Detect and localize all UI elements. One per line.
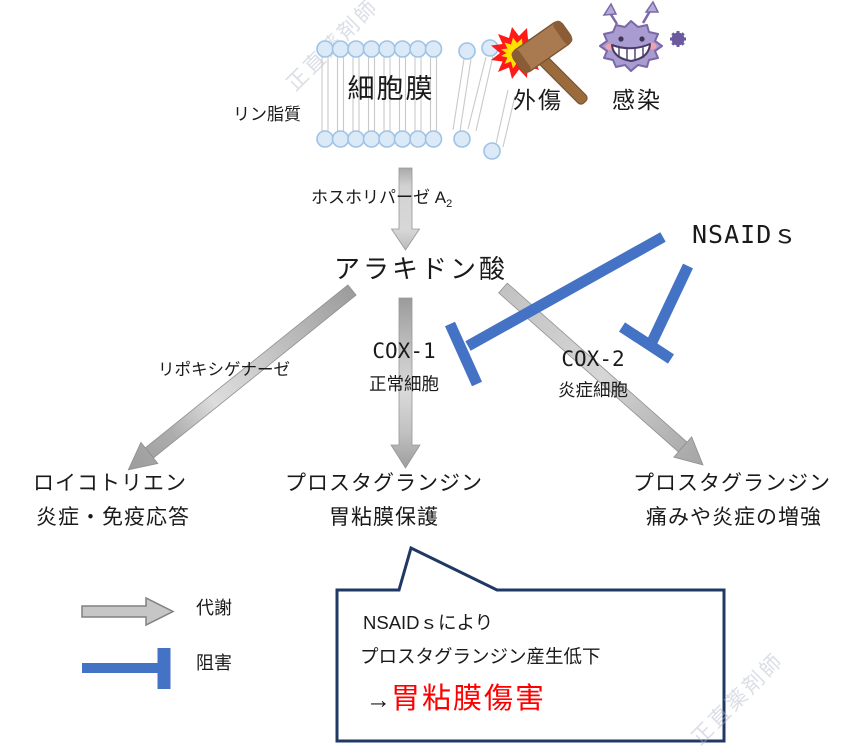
arrow-phospholipase [390, 167, 421, 251]
virus-antenna-right [641, 10, 652, 24]
cell-membrane-graphic [316, 39, 516, 160]
hammer-head [511, 20, 573, 74]
arrow-lipoxygenase-pathway [127, 284, 357, 471]
inhibition-lines [444, 232, 693, 387]
arrow-cox1-pathway [390, 297, 421, 469]
phospholipase-subscript: 2 [446, 198, 453, 210]
phospholipid-label: リン脂質 [233, 105, 301, 124]
pain-inflammation-label: 痛みや炎症の増強 [646, 506, 822, 529]
leukotriene-label: ロイコトリエン [33, 472, 187, 495]
virus-eye-right [639, 36, 645, 42]
gastric-protection-label: 胃粘膜保護 [329, 506, 439, 529]
virus-particle [670, 31, 686, 47]
nsaids-inhibits-cox1-line [465, 232, 666, 351]
virus-teeth [618, 47, 644, 60]
virus-eye-left [618, 36, 624, 42]
cox2-label: COX-2 [561, 347, 625, 371]
callout-line1: NSAIDｓにより [363, 612, 494, 633]
nsaids-inhibits-cox2-bar [618, 322, 675, 364]
arachidonic-acid-label: アラキドン酸 [333, 254, 509, 284]
infection-label: 感染 [612, 87, 662, 113]
hammer-icon [491, 20, 588, 105]
virus-body [599, 20, 663, 72]
inflammation-immune-label: 炎症・免疫応答 [36, 506, 190, 529]
cox2-cell-label: 炎症細胞 [558, 380, 628, 400]
prostaglandin-right-label: プロスタグランジン [633, 472, 831, 495]
lipoxygenase-label: リポキシゲナーゼ [158, 361, 290, 379]
virus-grin [611, 43, 651, 62]
nsaids-inhibits-cox2-line [647, 263, 693, 345]
gastric-damage-highlight: 胃粘膜傷害 [391, 683, 547, 715]
cox1-cell-label: 正常細胞 [369, 374, 439, 394]
phospholipase-label: ホスホリパーゼ A2 [311, 188, 452, 211]
prostaglandin-center-label: プロスタグランジン [285, 472, 483, 495]
phospholipase-text: ホスホリパーゼ A [311, 188, 447, 207]
legend-metabolism-label: 代謝 [196, 598, 232, 618]
virus-icon [599, 0, 686, 72]
callout-arrow: → [366, 686, 391, 714]
phospholipid-heads [316, 39, 501, 160]
virus-antenna-right-tip [644, 0, 660, 13]
trauma-label: 外傷 [513, 87, 563, 113]
legend-inhibition-symbol [82, 648, 171, 689]
nsaids-inhibits-cox1-bar [444, 321, 483, 387]
callout-line3: →胃粘膜傷害 [366, 683, 546, 716]
virus-antenna-left-tip [602, 2, 618, 16]
legend-metabolism-arrow [81, 596, 175, 627]
phospholipid-tails [321, 55, 516, 148]
cox1-label: COX-1 [372, 339, 436, 363]
legend-inhibition-label: 阻害 [196, 653, 232, 673]
callout-box [335, 545, 726, 743]
nsaids-label: NSAIDｓ [692, 220, 799, 249]
cell-membrane-label: 細胞膜 [347, 74, 435, 104]
callout-line2: プロスタグランジン産生低下 [360, 646, 601, 667]
arrow-cox2-pathway [498, 282, 704, 466]
